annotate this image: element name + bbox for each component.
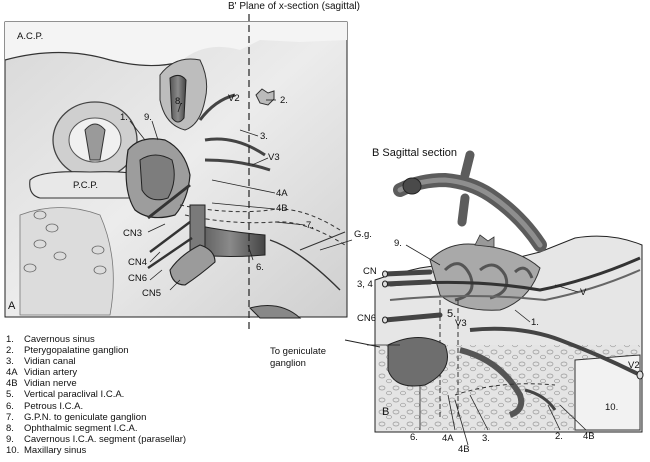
v2-label-a: V2 <box>228 93 240 104</box>
legend-item: 7.G.P.N. to geniculate ganglion <box>6 411 147 423</box>
n6-label-b: 6. <box>410 432 418 443</box>
n7-label-a: 7. <box>306 220 314 231</box>
panel-b-letter: B <box>382 406 390 418</box>
n3-label-b: 3. <box>482 433 490 444</box>
legend-item: 1.Cavernous sinus <box>6 334 95 345</box>
legend-item: 5.Vertical paraclival I.C.A. <box>6 389 125 401</box>
n4b-right-label-b: 4B <box>583 431 595 442</box>
gg-label: G.g. <box>354 229 372 240</box>
panel-b-title: B Sagittal section <box>372 147 457 159</box>
acp-label: A.C.P. <box>17 31 44 42</box>
n1-label-b: 1. <box>531 317 539 328</box>
panel-b <box>344 150 644 446</box>
v-label-b: V <box>580 287 587 298</box>
cn6-label-a: CN6 <box>128 273 148 284</box>
pcp-label: P.C.P. <box>73 180 99 191</box>
legend: 1.Cavernous sinus 2.Pterygopalatine gang… <box>6 334 256 456</box>
plane-of-section-label: B' Plane of x-section (sagittal) <box>228 1 360 12</box>
legend-item: 9.Cavernous I.C.A. segment (parasellar) <box>6 433 187 445</box>
v2-label-b: V2 <box>628 360 640 371</box>
n6-label-a: 6. <box>256 262 264 273</box>
cn3-label: CN3 <box>123 228 143 239</box>
n2-label-a: 2. <box>280 95 288 106</box>
n4b-left-label-b: 4B <box>458 444 470 455</box>
legend-item: 8.Ophthalmic segment I.C.A. <box>6 422 138 434</box>
n4b-label-a: 4B <box>276 203 288 214</box>
legend-item: 3.Vidian canal <box>6 356 76 368</box>
legend-item: 2.Pterygopalatine ganglion <box>6 345 129 357</box>
n10-label-b: 10. <box>605 402 619 413</box>
n9-label-b: 9. <box>394 238 402 249</box>
legend-item: 10.Maxillary sinus <box>6 444 87 456</box>
cn5-label: CN5 <box>142 288 162 299</box>
cn6-label-b: CN6 <box>357 313 377 324</box>
cn4-label: CN4 <box>128 257 148 268</box>
n2-label-b: 2. <box>555 431 563 442</box>
to-geniculate-label: To geniculate <box>270 346 326 357</box>
n4a-label-a: 4A <box>276 188 288 199</box>
n1-label-a: 1. <box>120 112 128 123</box>
legend-item: 6.Petrous I.C.A. <box>6 400 84 412</box>
cn34-label-b: 3, 4 <box>357 279 373 290</box>
v3-label-b: V3 <box>455 318 467 329</box>
n9-label-a: 9. <box>144 112 152 123</box>
panel-a-letter: A <box>8 300 16 312</box>
n3-label-a: 3. <box>260 131 268 142</box>
n4a-label-b: 4A <box>442 433 454 444</box>
cn-label-b: CN <box>363 266 377 277</box>
n5-label-b: 5. <box>447 308 457 320</box>
n8-label-a: 8. <box>175 96 183 107</box>
v3-label-a: V3 <box>268 152 280 163</box>
ganglion-label: ganglion <box>270 358 306 369</box>
panel-a <box>4 21 353 319</box>
